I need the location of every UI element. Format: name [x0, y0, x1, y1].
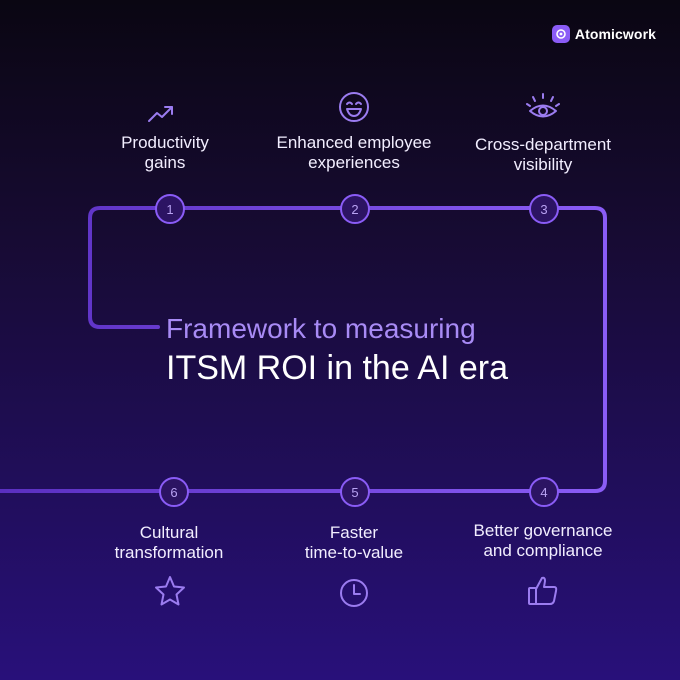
brand: Atomicwork — [551, 25, 656, 43]
step-5-node: 5 — [340, 477, 370, 507]
thumbs-up-icon — [528, 576, 558, 605]
eye-icon — [526, 93, 560, 118]
step-1-node: 1 — [155, 194, 185, 224]
title-line-1: Framework to measuring — [166, 313, 476, 344]
clock-icon — [340, 579, 368, 607]
step-6-node: 6 — [159, 477, 189, 507]
page-title: Framework to measuring ITSM ROI in the A… — [166, 312, 508, 390]
title-line-2: ITSM ROI in the AI era — [166, 349, 509, 387]
step-4-node: 4 — [529, 477, 559, 507]
step-2-node: 2 — [340, 194, 370, 224]
brand-name: Atomicwork — [574, 26, 656, 42]
atomicwork-logo-icon — [551, 25, 570, 43]
smile-icon — [339, 92, 369, 122]
star-icon — [155, 576, 185, 606]
trending-up-icon — [148, 106, 173, 122]
step-3-node: 3 — [529, 194, 559, 224]
